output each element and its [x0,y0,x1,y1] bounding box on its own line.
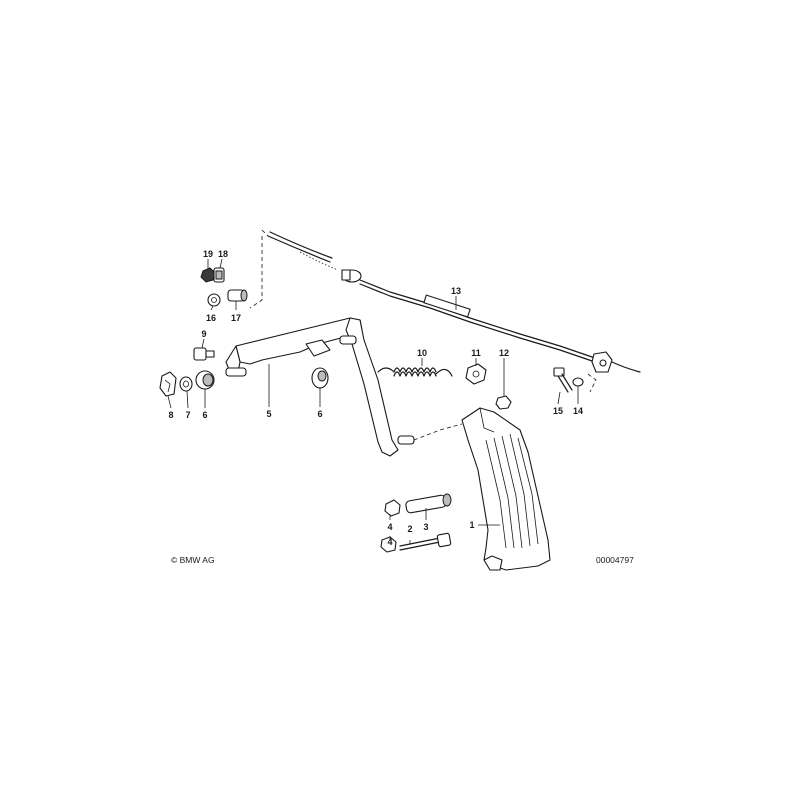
label-13: 13 [451,286,461,296]
part-15-bolt [553,367,573,393]
part-11-nut [465,363,487,385]
part-6-bushing-left [195,370,215,390]
part-7-washer [179,376,193,392]
accelerator-cable [261,229,641,393]
label-1: 1 [469,520,474,530]
label-5: 5 [266,409,271,419]
label-8: 8 [168,410,173,420]
part-2-bolt [399,532,452,551]
part-18-bushing [213,267,225,283]
label-9: 9 [201,329,206,339]
part-10-spring [377,367,453,377]
label-18: 18 [218,249,228,259]
part-16-circlip [207,293,221,307]
label-10: 10 [417,348,427,358]
part-5-pedal-bracket [225,317,463,457]
part-19-nut [200,267,216,283]
label-4-lower: 4 [387,537,392,547]
part-12-nut [495,395,512,410]
label-7: 7 [185,410,190,420]
label-12: 12 [499,348,509,358]
label-15: 15 [553,406,563,416]
part-14-washer [572,377,584,387]
part-9-bolt [193,347,215,361]
label-6-left: 6 [202,410,207,420]
label-11: 11 [471,348,481,358]
copyright-text: © BMW AG [171,555,215,565]
part-3-stop-bolt [405,493,452,514]
assembly-dashed-line [249,236,263,309]
part-1-accelerator-pedal [461,407,551,571]
part-8-clip [159,371,177,397]
label-3: 3 [423,522,428,532]
label-16: 16 [206,313,216,323]
label-6-right: 6 [317,409,322,419]
label-2: 2 [407,524,412,534]
part-17-pin [227,289,248,302]
label-17: 17 [231,313,241,323]
label-14: 14 [573,406,583,416]
part-4-nut-upper [384,499,401,517]
label-4-upper: 4 [387,522,392,532]
part-6-bushing-right [311,367,329,389]
diagram-id: 00004797 [596,555,634,565]
label-19: 19 [203,249,213,259]
leader-lines [167,258,579,544]
